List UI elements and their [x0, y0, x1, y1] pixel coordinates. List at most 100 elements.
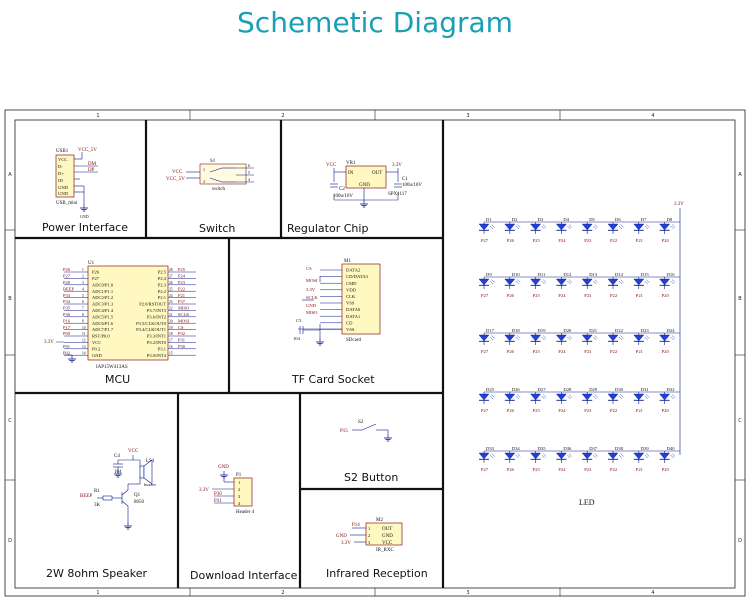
- svg-text:1: 1: [368, 526, 370, 531]
- mcu-right-net: P37: [178, 299, 186, 304]
- led-ref: D29: [589, 387, 598, 392]
- mcu-vcc: 3.3V: [44, 340, 54, 345]
- led-net: P24: [558, 349, 566, 354]
- led-ref: D20: [563, 328, 572, 333]
- led-diode-icon: [607, 332, 624, 346]
- usb-pin-vcc: VCC: [58, 157, 67, 162]
- led-matrix-circuit: 3.3V D1P27D2P26D3P25D4P24D5P23D6P22D7P21…: [478, 202, 684, 472]
- mcu-ref: U1: [88, 261, 95, 266]
- mcu-right-pin: P3.4/CLKOUT1: [136, 327, 166, 332]
- panel-label-regulator: Regulator Chip: [287, 222, 369, 235]
- mcu-left-pin: ADC7/P1.7: [92, 327, 114, 332]
- led-net: P21: [636, 467, 644, 472]
- svg-text:2: 2: [82, 275, 84, 279]
- led-net: P22: [610, 238, 618, 243]
- regulator-vout: 3.3V: [392, 163, 402, 168]
- led-net: P22: [610, 408, 618, 413]
- tf-pin: VSS: [346, 301, 355, 306]
- led-diode-icon: [530, 332, 547, 346]
- ruler-row-c-right: C: [738, 418, 742, 424]
- svg-text:14: 14: [82, 351, 86, 355]
- mcu-left-net: P02: [63, 350, 70, 355]
- mcu-right-pin: P2.1: [158, 295, 166, 300]
- svg-text:2: 2: [368, 533, 370, 538]
- panel-label-led: LED: [579, 498, 595, 507]
- ruler-row-c: C: [8, 418, 12, 424]
- led-net: P21: [636, 238, 644, 243]
- tf-socket-body: [341, 263, 381, 335]
- ruler-row-b: B: [8, 296, 12, 302]
- led-net: P26: [507, 238, 515, 243]
- led-ref: D6: [615, 217, 621, 222]
- regulator-circuit: VR1 IN OUT GND VCC 3.3V C2 100u/16V C1 1…: [326, 161, 422, 208]
- mcu-right-pin: P3.1: [158, 346, 166, 351]
- mcu-left-pin: GND: [92, 353, 102, 358]
- regulator-out: OUT: [372, 171, 382, 176]
- mcu-right-net: P23: [178, 280, 186, 285]
- ruler-col-1-bottom: 1: [96, 590, 99, 596]
- led-net: P23: [584, 238, 592, 243]
- led-net: P25: [533, 293, 541, 298]
- regulator-c2: C2: [339, 187, 345, 192]
- mcu-left-net: P35: [63, 306, 71, 311]
- mcu-left-net: P16: [63, 318, 71, 323]
- regulator-ref: VR1: [346, 161, 356, 166]
- ir-part: IR_RXC: [376, 548, 394, 553]
- led-ref: D7: [641, 217, 647, 222]
- led-ref: D33: [486, 446, 495, 451]
- led-ref: D17: [486, 328, 495, 333]
- led-net: P23: [584, 293, 592, 298]
- mcu-right-pin: P3.7/INT3: [147, 308, 167, 313]
- svg-text:6: 6: [82, 300, 84, 304]
- led-ref: D35: [538, 446, 547, 451]
- led-ref: D2: [512, 217, 518, 222]
- led-ref: D37: [589, 446, 598, 451]
- led-ref: D30: [615, 387, 624, 392]
- led-ref: D25: [486, 387, 495, 392]
- led-net: P26: [507, 467, 515, 472]
- led-ref: D22: [615, 328, 624, 333]
- led-ref: D28: [563, 387, 572, 392]
- download-net-p31: P31: [214, 499, 222, 504]
- power-interface-circuit: USB1 VCC_5V VCC D- D+ ID GND GND DM DP G…: [55, 148, 98, 219]
- speaker-circuit: C4 104 VCC LS1 buzzer R1 3K Q1 8050 BEEP: [80, 449, 156, 530]
- svg-text:6: 6: [248, 163, 250, 168]
- switch-body: [199, 163, 247, 185]
- tf-ref: M1: [344, 259, 351, 264]
- usb-pin-dp: D+: [58, 171, 64, 176]
- mcu-left-pin: ADC0/P1.0: [92, 282, 114, 287]
- s2-net: P15: [340, 429, 348, 434]
- led-ref: D13: [589, 272, 598, 277]
- usb-ref: USB1: [56, 149, 69, 154]
- panel-label-s2: S2 Button: [344, 471, 399, 484]
- tf-pin: DATA1: [346, 314, 361, 319]
- led-ref: D1: [486, 217, 492, 222]
- led-diode-icon: [555, 391, 573, 405]
- led-net: P26: [507, 293, 515, 298]
- led-diode-icon: [607, 221, 624, 235]
- s2-button-circuit: S2 P15: [340, 420, 393, 442]
- led-net: P27: [481, 408, 489, 413]
- mcu-left-pin: P27: [92, 276, 100, 281]
- mcu-left-pin: ADC5/P1.5: [92, 314, 114, 319]
- svg-text:16: 16: [169, 345, 173, 349]
- led-diode-icon: [504, 450, 521, 464]
- led-net: P25: [533, 408, 541, 413]
- led-supply: 3.3V: [674, 202, 684, 207]
- download-header-body: [233, 477, 253, 507]
- mcu-left-net: P26: [63, 267, 71, 272]
- mcu-right-pin: P2.0/RSTOUT: [139, 302, 166, 307]
- mcu-right-net: MISO: [178, 306, 190, 311]
- led-ref: D21: [589, 328, 598, 333]
- svg-text:23: 23: [169, 300, 173, 304]
- speaker-vcc: VCC: [128, 449, 139, 454]
- tf-pin: CD/DATA3: [346, 274, 369, 279]
- svg-text:1: 1: [82, 268, 84, 272]
- download-ref: P1: [236, 473, 242, 478]
- tf-pin: VSS: [346, 327, 355, 332]
- led-net: P27: [481, 238, 489, 243]
- mcu-right-net: CS: [178, 325, 184, 330]
- mcu-left-net: P33: [63, 293, 71, 298]
- led-diode-icon: [530, 391, 547, 405]
- led-net: P24: [558, 293, 566, 298]
